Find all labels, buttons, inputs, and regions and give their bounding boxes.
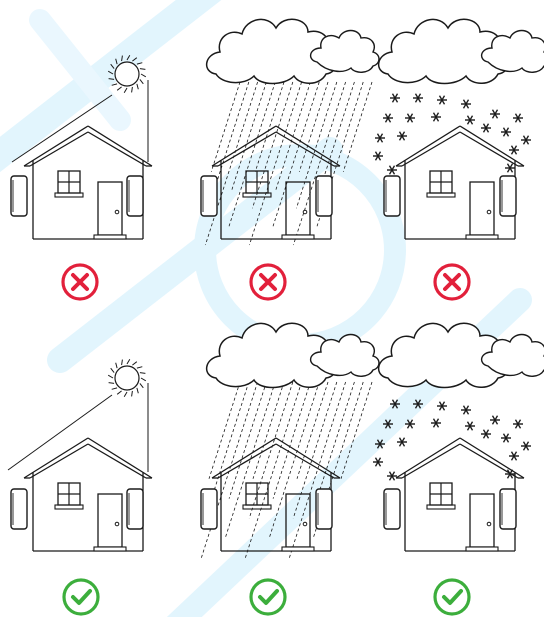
snowflake-icon [490, 110, 500, 119]
panel-sun-allowed [8, 359, 152, 614]
snowflake-icon [390, 400, 400, 409]
check-mark-icon [64, 580, 98, 614]
snowflake-icon [413, 400, 423, 409]
x-mark-icon [435, 265, 469, 299]
sun-icon [108, 359, 146, 397]
snowflake-icon [437, 96, 447, 105]
rain-streak [205, 82, 257, 245]
rain-streak [343, 82, 372, 172]
ac-unit-left [384, 176, 400, 216]
snowflake-icon [387, 166, 397, 175]
rain [205, 82, 372, 245]
rain-streak [299, 82, 328, 172]
snowflake-icon [383, 114, 393, 123]
snowflake-icon [481, 124, 491, 133]
rain-streak [253, 382, 284, 479]
rain-streak [249, 82, 301, 245]
ac-unit-left [11, 176, 27, 216]
rain-streak [297, 382, 328, 479]
rain-streak [201, 382, 257, 558]
rain-streak [293, 82, 345, 245]
snowflake-icon [375, 440, 385, 449]
snowflake-icon [387, 472, 397, 481]
snowflake-icon [521, 442, 531, 451]
watermark [0, 0, 520, 617]
ac-unit-left [201, 176, 217, 216]
snowflake-icon [465, 422, 475, 431]
snowflake-icon [490, 416, 500, 425]
check-mark-icon [435, 580, 469, 614]
rain-streak [320, 82, 355, 190]
snowflake-icon [413, 94, 423, 103]
snowflake-icon [375, 134, 385, 143]
check-mark-icon [251, 580, 285, 614]
snowflake-icon [405, 114, 415, 123]
snowflake-icon [509, 452, 519, 461]
panel-rain-not-allowed [201, 19, 379, 299]
snowflake-icon [437, 402, 447, 411]
snowflake-icon [397, 132, 407, 141]
snowflake-icon [481, 430, 491, 439]
snowflake-icon [501, 434, 511, 443]
snowflake-icon [509, 146, 519, 155]
ac-unit-left [201, 489, 217, 529]
panel-sun-not-allowed [11, 55, 152, 299]
snowflake-icon [431, 419, 441, 428]
panel-snow-allowed [373, 323, 544, 614]
panel-snow-not-allowed [373, 19, 544, 299]
snowflake-icon [513, 420, 523, 429]
snowflake-icon [501, 128, 511, 137]
snowflake-icon [431, 113, 441, 122]
snowflake-icon [505, 164, 515, 173]
snowflake-icon [521, 136, 531, 145]
rain-streak [252, 82, 292, 208]
ac-unit-right [500, 176, 516, 216]
rain-streak [273, 82, 319, 227]
x-mark-icon [63, 265, 97, 299]
snowflake-icon [383, 420, 393, 429]
ac-unit-left [11, 489, 27, 529]
snowflake-icon [373, 152, 383, 161]
snowflake-icon [405, 420, 415, 429]
snowflake-icon [397, 438, 407, 447]
rain-streak [245, 382, 301, 558]
rain-streak [289, 382, 345, 558]
snowflake-icon [373, 458, 383, 467]
panel-rain-allowed [201, 323, 379, 614]
snowflake-icon [390, 94, 400, 103]
ac-unit-right [127, 489, 143, 529]
snowflake-icon [465, 116, 475, 125]
rain-streak [341, 382, 372, 479]
ac-unit-right [500, 489, 516, 529]
rain-streak [255, 82, 284, 172]
snowflake-icon [461, 100, 471, 109]
ac-unit-right [127, 176, 143, 216]
snowflakes [373, 94, 531, 175]
ac-unit-left [384, 489, 400, 529]
rain-streak [229, 82, 275, 227]
x-mark-icon [251, 265, 285, 299]
rain-streak [211, 82, 240, 172]
rain-streak [209, 382, 240, 479]
ac-unit-right [316, 176, 332, 216]
snowflake-icon [513, 114, 523, 123]
snowflake-icon [461, 406, 471, 415]
ac-unit-right [316, 489, 332, 529]
sun-icon [108, 55, 146, 93]
